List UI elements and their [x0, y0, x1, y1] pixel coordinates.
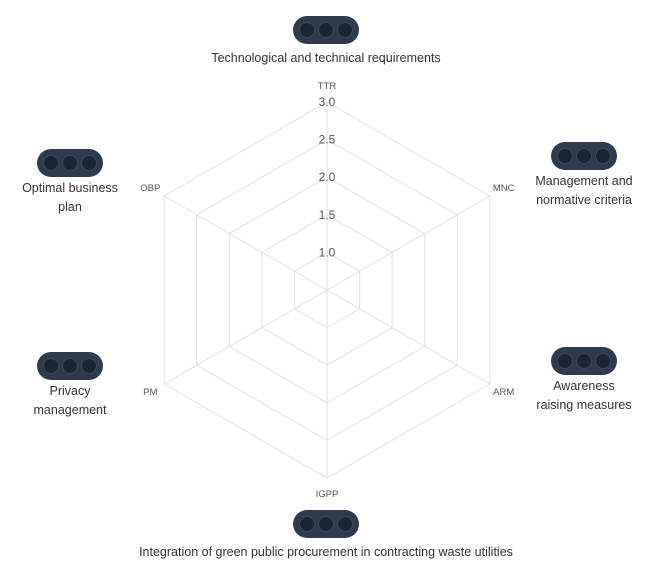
node-awareness-raising-measures[interactable]: Awareness raising measures — [534, 347, 634, 415]
node-label: Integration of green public procurement … — [139, 545, 513, 559]
grid-spoke — [326, 195, 491, 291]
dot-icon — [576, 353, 592, 369]
axis-labels: TTR MNC ARM IGPP PM OBP — [140, 81, 514, 500]
dot-icon — [557, 148, 573, 164]
tick-label: 1.0 — [319, 245, 336, 259]
radial-ticks: 1.0 1.5 2.0 2.5 3.0 — [319, 95, 336, 259]
node-green-public-procurement[interactable]: Integration of green public procurement … — [116, 510, 536, 562]
grid-spoke — [163, 289, 328, 385]
node-pill[interactable] — [37, 352, 103, 380]
node-pill[interactable] — [551, 347, 617, 375]
dot-icon — [43, 155, 59, 171]
tick-label: 1.5 — [319, 208, 336, 222]
node-label: Awareness raising measures — [536, 379, 632, 412]
dot-icon — [62, 155, 78, 171]
grid-spoke — [163, 195, 328, 291]
dot-icon — [62, 358, 78, 374]
grid — [163, 101, 491, 479]
dot-icon — [81, 155, 97, 171]
node-optimal-business-plan[interactable]: Optimal business plan — [20, 149, 120, 217]
dot-icon — [318, 22, 334, 38]
node-pill[interactable] — [551, 142, 617, 170]
axis-label-obp: OBP — [140, 183, 160, 194]
dot-icon — [557, 353, 573, 369]
node-label: Privacy management — [33, 384, 107, 417]
node-privacy-management[interactable]: Privacy management — [20, 352, 120, 420]
node-pill[interactable] — [37, 149, 103, 177]
axis-label-mnc: MNC — [493, 183, 515, 194]
node-label: Management and normative criteria — [535, 174, 633, 207]
dot-icon — [43, 358, 59, 374]
node-label: Technological and technical requirements — [211, 51, 441, 65]
dot-icon — [81, 358, 97, 374]
node-pill[interactable] — [293, 510, 359, 538]
dot-icon — [576, 148, 592, 164]
tick-label: 2.0 — [319, 170, 336, 184]
node-management-normative-criteria[interactable]: Management and normative criteria — [534, 142, 634, 210]
tick-label: 2.5 — [319, 133, 336, 147]
dot-icon — [595, 353, 611, 369]
node-label: Optimal business plan — [22, 181, 118, 214]
axis-label-igpp: IGPP — [316, 489, 339, 500]
axis-label-ttr: TTR — [318, 81, 337, 92]
tick-label: 3.0 — [319, 95, 336, 109]
dot-icon — [318, 516, 334, 532]
grid-spoke — [326, 289, 491, 385]
dot-icon — [595, 148, 611, 164]
dot-icon — [299, 22, 315, 38]
axis-label-arm: ARM — [493, 387, 514, 398]
node-pill[interactable] — [293, 16, 359, 44]
dot-icon — [337, 22, 353, 38]
node-technological-requirements[interactable]: Technological and technical requirements — [196, 16, 456, 68]
dot-icon — [337, 516, 353, 532]
axis-label-pm: PM — [143, 387, 157, 398]
dot-icon — [299, 516, 315, 532]
